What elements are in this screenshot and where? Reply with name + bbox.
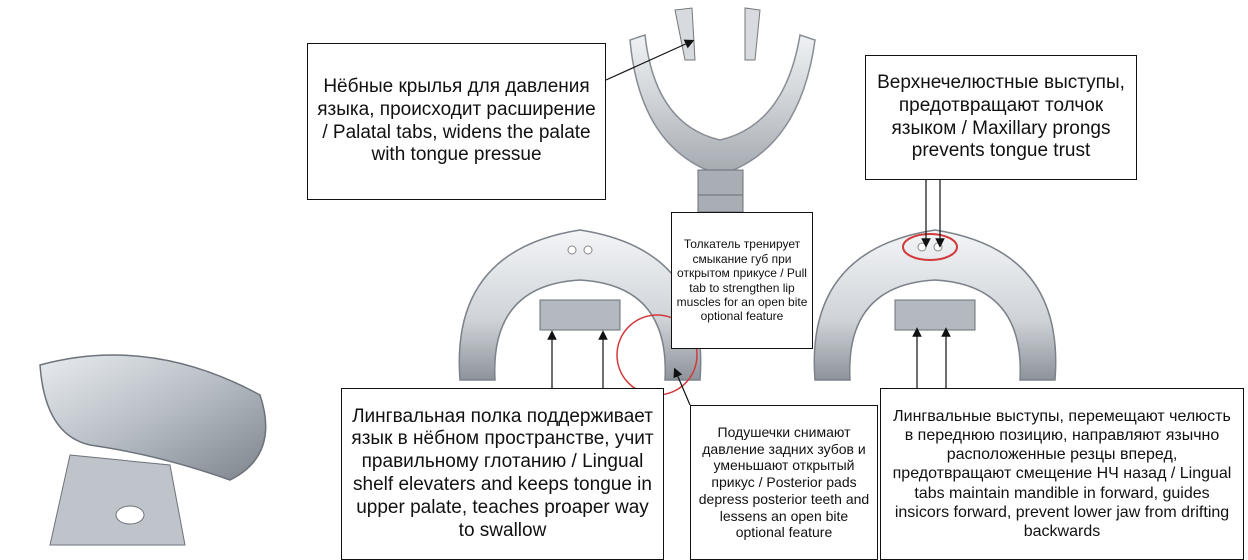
- label-palatal-tabs: Нёбные крылья для давления языка, происх…: [307, 43, 606, 200]
- posterior-pads-text: Подушечки снимают давление задних зубов …: [696, 424, 872, 542]
- label-maxillary-prongs: Верхнечелюстные выступы, предотвращают т…: [865, 55, 1137, 180]
- label-posterior-pads: Подушечки снимают давление задних зубов …: [690, 405, 878, 560]
- pull-tab-text: Толкатель тренирует смыкание губ при отк…: [676, 237, 808, 323]
- lingual-tabs-text: Лингвальные выступы, перемещают челюсть …: [887, 407, 1237, 541]
- label-pull-tab: Толкатель тренирует смыкание губ при отк…: [671, 212, 813, 349]
- arrow-palatal-tabs: [606, 42, 690, 80]
- label-lingual-tabs: Лингвальные выступы, перемещают челюсть …: [880, 388, 1244, 560]
- palatal-tabs-text: Нёбные крылья для давления языка, происх…: [316, 76, 597, 167]
- label-lingual-shelf: Лингвальная полка поддерживает язык в нё…: [341, 388, 664, 560]
- lingual-shelf-text: Лингвальная полка поддерживает язык в нё…: [350, 406, 655, 543]
- arrow-posterior-pads: [676, 372, 690, 405]
- maxillary-prongs-text: Верхнечелюстные выступы, предотвращают т…: [874, 72, 1128, 163]
